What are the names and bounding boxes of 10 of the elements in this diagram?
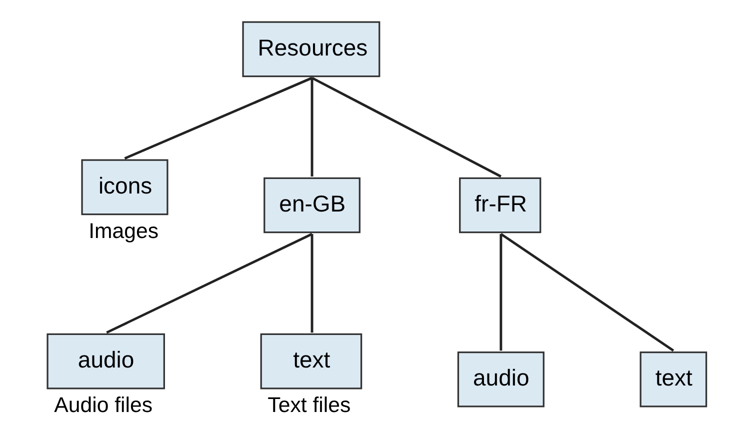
connector [500, 232, 674, 352]
node-label: Images [88, 218, 159, 243]
connector [310, 234, 314, 333]
node-label: Text files [268, 393, 351, 418]
connector [106, 232, 313, 334]
connector [124, 76, 312, 160]
connector [310, 78, 314, 176]
node-label: Audio files [54, 393, 153, 418]
connector [311, 76, 502, 178]
connector [500, 234, 502, 351]
